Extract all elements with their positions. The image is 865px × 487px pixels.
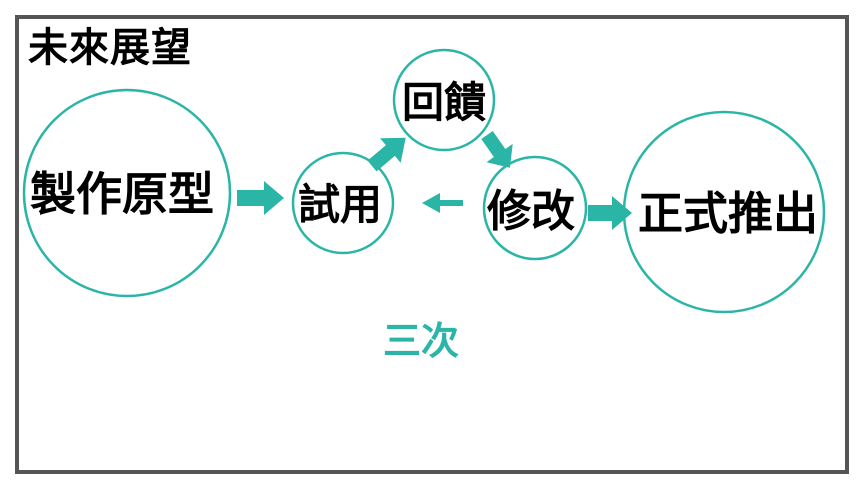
feedback-circle — [392, 48, 496, 152]
trial-label: 試用 — [298, 180, 383, 229]
loop-count-label: 三次 — [383, 319, 460, 363]
trial-circle — [291, 151, 395, 255]
arrow-prototype-to-trial — [237, 181, 284, 215]
arrow-revise-to-trial — [422, 193, 463, 213]
prototype-label: 製作原型 — [30, 167, 214, 221]
arrow-feedback-to-revise — [481, 130, 513, 168]
revise-circle — [482, 155, 588, 261]
launch-label: 正式推出 — [638, 187, 819, 240]
slide-frame — [15, 15, 849, 474]
arrow-trial-to-feedback — [367, 137, 406, 172]
revise-label: 修改 — [487, 186, 575, 237]
page-title: 未來展望 — [28, 25, 192, 71]
prototype-circle — [22, 88, 232, 298]
arrow-revise-to-launch — [588, 196, 632, 230]
feedback-label: 回饋 — [402, 78, 487, 127]
